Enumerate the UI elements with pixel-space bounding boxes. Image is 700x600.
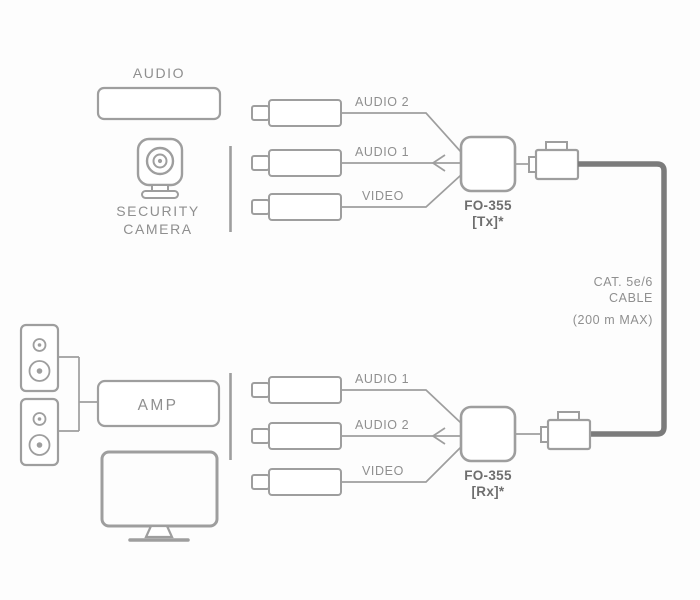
arrowhead-icon — [432, 427, 446, 445]
security-camera-label-line2: CAMERA — [123, 221, 193, 237]
security-camera-label-line1: SECURITY — [116, 203, 200, 219]
cat5-cable — [578, 161, 667, 437]
signal-wire-audio2 — [341, 112, 462, 153]
tx-section: AUDIO SECURITY CAMERA AUDIO 2 AUDIO 1 VI… — [96, 65, 580, 237]
rca-plug-icon — [251, 193, 342, 221]
rca-port-label: AUDIO 2 — [355, 418, 409, 432]
security-camera-icon — [136, 137, 184, 199]
signal-wire-audio1 — [341, 389, 462, 424]
amp-label: AMP — [138, 397, 179, 414]
audio-source-box — [96, 86, 222, 121]
fo355-rx-box — [459, 405, 517, 463]
signal-wire-video — [341, 174, 462, 208]
speaker-wires — [58, 356, 98, 432]
rx-device-role: [Rx]* — [471, 484, 504, 499]
rca-port-label: AUDIO 1 — [355, 145, 409, 159]
rca-plug-icon — [251, 149, 342, 177]
cable-label-line2: CABLE — [609, 291, 653, 305]
cable-label-line1: CAT. 5e/6 — [594, 275, 653, 289]
audio-source-label: AUDIO — [133, 65, 185, 81]
fo355-tx-box — [459, 135, 517, 193]
rx-section: AMP AUDIO 1 AUDIO 2 VIDEO FO-355 [Rx]* — [19, 323, 592, 542]
cable-label-line3: (200 m MAX) — [573, 313, 653, 327]
tx-device-role: [Tx]* — [472, 214, 504, 229]
tx-device-name: FO-355 — [464, 198, 512, 213]
rj45-plug-icon — [540, 411, 592, 451]
rj45-plug-icon — [528, 141, 580, 181]
rca-plug-icon — [251, 468, 342, 496]
amp-box — [96, 379, 221, 428]
rca-port-label: VIDEO — [362, 189, 404, 203]
speaker-icon — [19, 323, 60, 393]
rca-plug-icon — [251, 376, 342, 404]
tv-icon — [100, 450, 219, 542]
arrowhead-icon — [432, 154, 446, 172]
speaker-icon — [19, 397, 60, 467]
rx-device-name: FO-355 — [464, 468, 512, 483]
rca-port-label: AUDIO 2 — [355, 95, 409, 109]
rca-plug-icon — [251, 422, 342, 450]
signal-wire-video — [341, 446, 462, 483]
rca-port-label: AUDIO 1 — [355, 372, 409, 386]
rca-plug-icon — [251, 99, 342, 127]
rca-port-label: VIDEO — [362, 464, 404, 478]
